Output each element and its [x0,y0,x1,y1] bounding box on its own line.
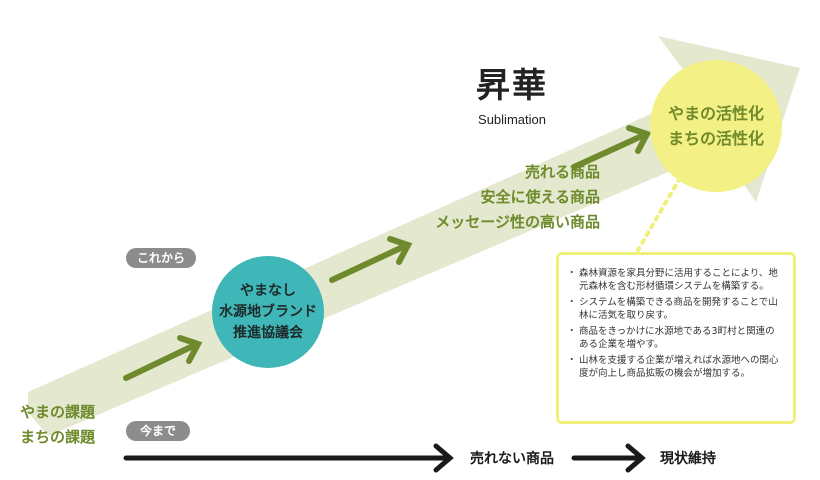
unsold-products-label: 売れない商品 [470,451,554,467]
past-badge: 今まで [126,421,190,441]
info-box: 森林資源を家具分野に活用することにより、地元森林を含む形材循環システムを構築する… [556,252,796,424]
green-arrow-1 [123,335,203,381]
council-line-1: やまなし [240,282,296,299]
issue-item: やまの課題 [20,403,96,421]
green-arrow-3 [571,125,652,170]
council-line-3: 推進協議会 [233,324,303,341]
goal-line-2: まちの活性化 [667,129,764,148]
black-arrow-1 [123,443,454,473]
product-item: 安全に使える商品 [480,188,600,206]
products-list: 売れる商品 安全に使える商品 メッセージ性の高い商品 [400,160,600,235]
subtitle: Sublimation [478,112,546,127]
status-quo-label: 現状維持 [660,451,716,467]
info-item: 山林を支援する企業が増えれば水源地への関心度が向上し商品拡販の機会が増加する。 [567,354,783,380]
product-item: メッセージ性の高い商品 [435,213,600,231]
goal-circle: やまの活性化 まちの活性化 [650,60,782,192]
council-line-2: 水源地ブランド [219,303,317,320]
green-arrow-2 [329,236,413,283]
black-arrow-2 [571,443,646,473]
info-item: 商品をきっかけに水源地である3町村と関連のある企業を増やす。 [567,325,783,351]
council-circle: やまなし 水源地ブランド 推進協議会 [212,256,324,368]
info-item: システムを構築できる商品を開発することで山林に活気を取り戻す。 [567,296,783,322]
goal-line-1: やまの活性化 [667,104,764,123]
product-item: 売れる商品 [524,163,600,181]
info-item: 森林資源を家具分野に活用することにより、地元森林を含む形材循環システムを構築する… [567,267,783,293]
dotted-connector [636,176,682,252]
title: 昇華 [476,66,548,106]
info-list: 森林資源を家具分野に活用することにより、地元森林を含む形材循環システムを構築する… [567,267,783,380]
issues-list: やまの課題 まちの課題 [20,400,130,450]
issue-item: まちの課題 [20,428,96,446]
future-badge: これから [126,248,196,268]
